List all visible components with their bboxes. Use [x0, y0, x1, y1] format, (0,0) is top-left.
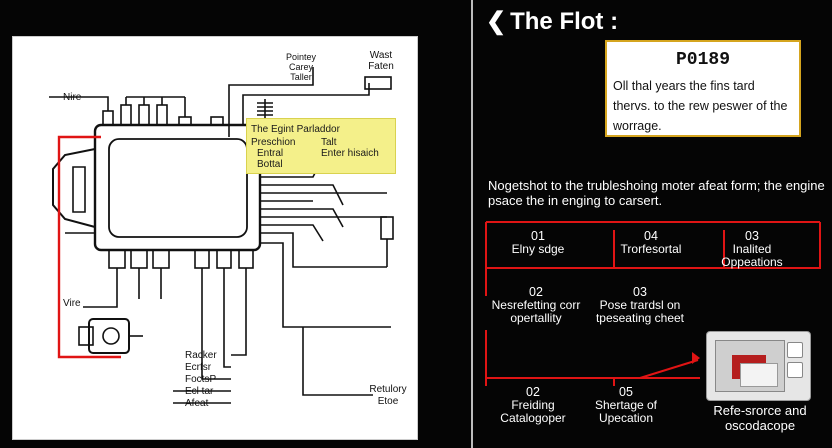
left-arrow-icon[interactable]: ❮ — [486, 8, 507, 35]
note-line3: Bottal — [257, 159, 283, 170]
scanner-card-white — [740, 363, 778, 387]
thumbnail-caption: Refe-srorce and oscodacope — [713, 403, 807, 433]
label-nire: Nire — [63, 92, 82, 103]
label-ecrfsr: Ecrfsr — [185, 362, 212, 373]
step-label: Elny sdge — [511, 242, 565, 256]
label-carey: Carey — [288, 62, 313, 72]
code-description: Oll thal years the fins tard thervs. to … — [613, 79, 788, 133]
ecu-module — [93, 123, 262, 252]
label-afeat: Afeat — [185, 398, 209, 409]
step-number: 05 — [619, 385, 633, 399]
annotation-note: The Egint Parladdor Preschion Talt Entra… — [246, 118, 396, 174]
step-6: 02 Freiding Catalogoper — [486, 386, 580, 425]
step-number: 03 — [745, 229, 759, 243]
step-3: 03 Inalited Oppeations — [712, 230, 792, 269]
wiring-diagram: Nire Vire Pointey Carey Taller Wast Fate… — [12, 36, 418, 440]
note-line1a: Preschion — [251, 137, 296, 148]
step-4: 02 Nesrefetting corr opertallity — [486, 286, 586, 325]
step-label: Inalited Oppeations — [721, 242, 783, 269]
code-card: P0189 Oll thal years the fins tard therv… — [605, 40, 801, 137]
step-label: Freiding Catalogoper — [500, 398, 566, 425]
step-number: 03 — [633, 285, 647, 299]
label-pointey: Pointey — [285, 52, 317, 62]
step-label: Trorfesortal — [620, 242, 682, 256]
step-1: 01 Elny sdge — [496, 230, 580, 256]
title-text: The Flot : — [510, 8, 619, 35]
step-2: 04 Trorfesortal — [606, 230, 696, 256]
wiring-diagram-drawing — [49, 67, 394, 404]
step-number: 04 — [644, 229, 658, 243]
label-etoe: Etoe — [377, 396, 399, 407]
label-retulory: Retulory — [369, 384, 407, 395]
scanner-screen — [715, 340, 785, 392]
label-wast: Wast — [369, 50, 393, 61]
step-label: Shertage of Upecation — [594, 398, 658, 425]
note-line2a: Entral — [257, 148, 284, 159]
label-vire: Vire — [63, 298, 81, 309]
step-number: 02 — [529, 285, 543, 299]
highlighted-wire — [57, 135, 121, 359]
error-code: P0189 — [675, 50, 730, 70]
scanner-buttons — [787, 342, 803, 386]
note-title: The Egint Parladdor — [251, 124, 340, 135]
note-line2b: Enter hisaich — [321, 148, 379, 159]
label-taller: Taller — [290, 72, 312, 82]
step-number: 02 — [526, 385, 540, 399]
step-7: 05 Shertage of Upecation — [576, 386, 676, 425]
label-ecltar: Ecl tar — [185, 386, 214, 397]
diagnostic-scanner-icon[interactable] — [706, 331, 811, 401]
note-line1b: Talt — [321, 137, 337, 148]
intro-text: Nogetshot to the trubleshoing moter afea… — [488, 178, 825, 208]
step-5: 03 Pose trardsl on tpeseating cheet — [590, 286, 690, 325]
label-foctsp: FoctsP — [185, 374, 217, 385]
step-label: Nesrefetting corr opertallity — [491, 298, 581, 325]
step-label: Pose trardsl on tpeseating cheet — [595, 298, 685, 325]
page-title: ❮ The Flot : — [486, 8, 618, 36]
vertical-divider — [471, 0, 473, 448]
label-racker: Racker — [185, 350, 217, 361]
label-faten: Faten — [368, 61, 394, 72]
step-number: 01 — [531, 229, 545, 243]
flow-arrowhead-icon — [692, 352, 700, 364]
